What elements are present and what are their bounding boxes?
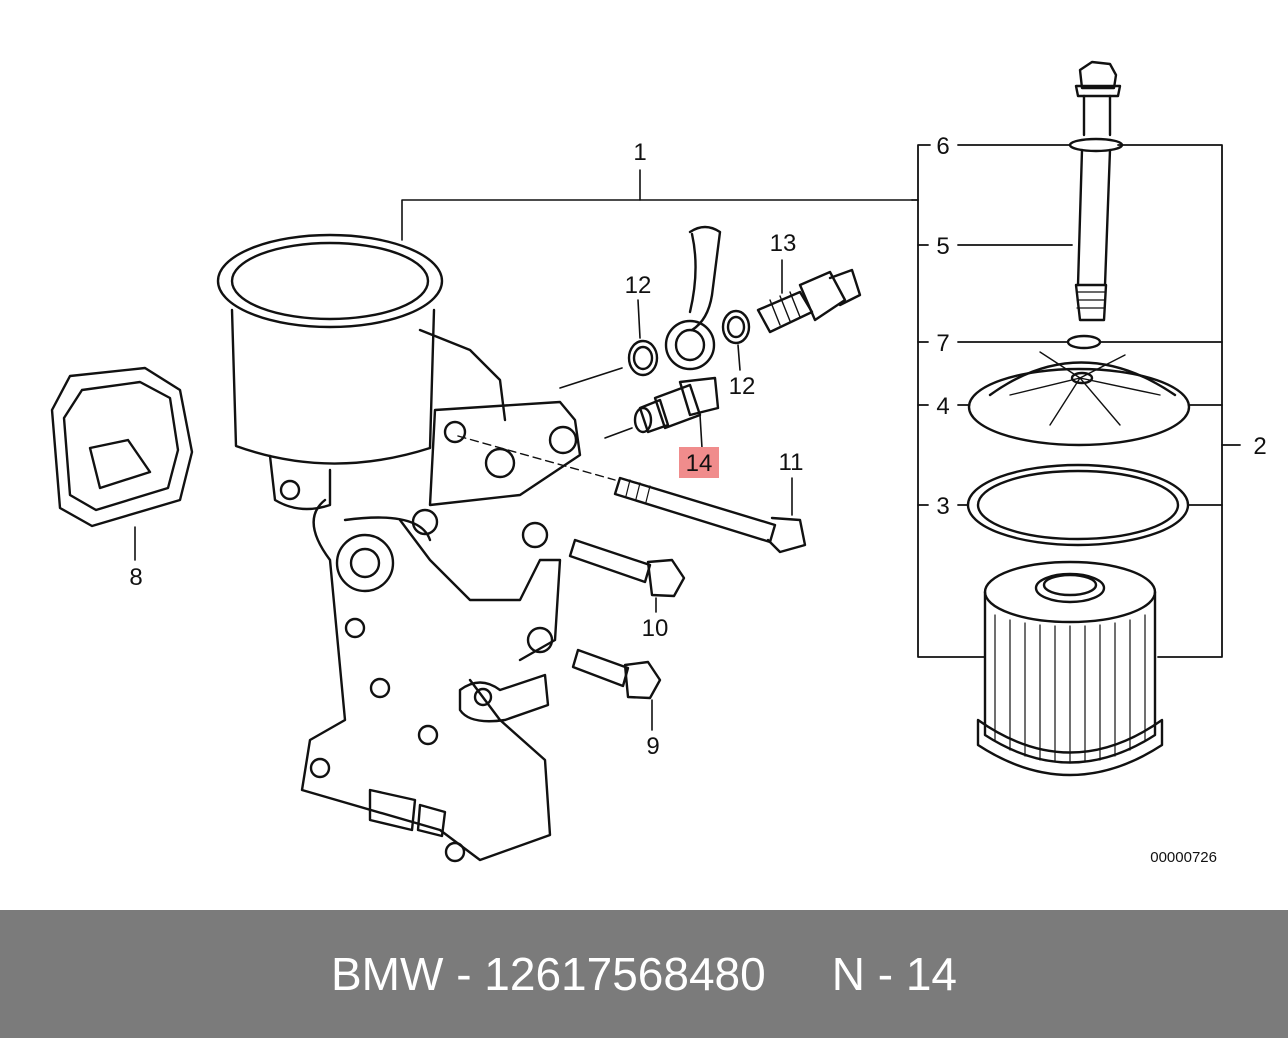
oil-temperature-switch — [633, 376, 720, 449]
o-ring-small — [1066, 334, 1102, 350]
sealing-ring — [966, 463, 1190, 547]
hollow-bolt — [756, 259, 862, 334]
part-label-12-right: 12 — [729, 373, 756, 400]
part-label-7: 7 — [936, 330, 949, 357]
part-label-13: 13 — [770, 230, 797, 257]
assembly-bracket — [911, 144, 1241, 658]
filter-cover — [967, 351, 1191, 447]
part-label-14: 14 — [686, 450, 713, 477]
banjo-pipe — [664, 225, 722, 371]
gasket — [50, 366, 194, 561]
bolt — [571, 648, 662, 731]
part-label-10: 10 — [642, 615, 669, 642]
seal-ring — [627, 299, 659, 377]
part-label-9: 9 — [646, 733, 659, 760]
bolt — [568, 538, 686, 613]
part-label-8: 8 — [129, 564, 142, 591]
part-label-2: 2 — [1253, 433, 1266, 460]
part-label-4: 4 — [936, 393, 949, 420]
oil-filter-housing — [216, 169, 913, 863]
part-number-text: BMW - 12617568480 — [331, 948, 766, 1000]
footer-bar: BMW - 12617568480 N - 14 — [0, 910, 1288, 1038]
center-bolt — [1068, 60, 1124, 322]
part-label-1: 1 — [633, 139, 646, 166]
long-bolt — [613, 476, 807, 554]
part-label-11: 11 — [779, 449, 804, 476]
oil-filter-element — [976, 560, 1164, 777]
parts-diagram: 1 2 3 4 5 6 7 8 9 10 11 12 12 13 14 0000… — [50, 60, 1267, 866]
part-label-6: 6 — [936, 133, 949, 160]
seal-ring — [721, 309, 751, 371]
position-text: N - 14 — [831, 948, 957, 1000]
part-label-5: 5 — [936, 233, 949, 260]
reference-number: 00000726 — [1150, 849, 1217, 866]
highlight-box — [679, 447, 719, 478]
part-label-12-left: 12 — [625, 272, 652, 299]
part-label-3: 3 — [936, 493, 949, 520]
